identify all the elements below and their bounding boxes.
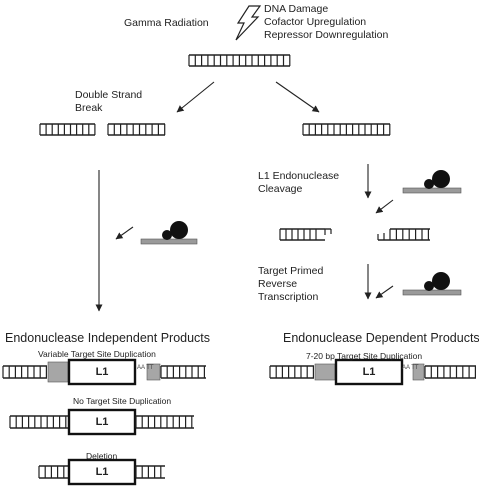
arrow-rnp-right-2 xyxy=(375,285,394,299)
flank-dna-left xyxy=(38,465,68,479)
dna-fragment-right xyxy=(107,123,166,136)
l1-element-box xyxy=(67,408,137,436)
left-products-title: Endonuclease Independent Products xyxy=(5,331,211,345)
arrow-rnp-right-1 xyxy=(375,199,394,214)
step-endonuclease-cleavage-line2: Cleavage xyxy=(258,183,303,195)
effect-cofactor-upregulation: Cofactor Upregulation xyxy=(264,16,367,28)
effect-dna-damage: DNA Damage xyxy=(264,3,329,15)
trigger-label: Gamma Radiation xyxy=(124,17,209,29)
caption-variable-tsd: Variable Target Site Duplication xyxy=(38,349,156,359)
l1-label-deletion: L1 xyxy=(95,466,109,478)
rnp-complex-icon xyxy=(140,221,198,245)
flank-dna-left xyxy=(269,365,314,379)
tsd-box xyxy=(412,363,425,381)
dna-duplex-intact xyxy=(188,54,291,67)
tsd-box xyxy=(314,363,336,381)
flank-dna-left xyxy=(2,365,48,379)
caption-deletion: Deletion xyxy=(86,451,118,461)
l1-label-no-tsd: L1 xyxy=(95,416,109,428)
step-tprt-line1: Target Primed xyxy=(258,265,324,277)
effect-repressor-downregulation: Repressor Downregulation xyxy=(264,29,389,41)
dna-duplex-right xyxy=(302,123,391,136)
tsd-box xyxy=(146,363,161,381)
arrow-to-double-strand-break xyxy=(176,81,215,113)
right-products-title: Endonuclease Dependent Products xyxy=(283,331,479,345)
flank-dna-left xyxy=(9,415,68,429)
step-double-strand-break-line1: Double Strand xyxy=(75,89,143,101)
l1-element-box xyxy=(334,358,404,386)
lightning-bolt-icon xyxy=(235,5,262,41)
step-tprt-line2: Reverse xyxy=(258,278,298,290)
rnp-complex-icon xyxy=(402,170,462,194)
poly-a-tail-left: AA TT xyxy=(137,365,154,371)
l1-element-box xyxy=(67,458,137,486)
step-tprt-line3: Transcription xyxy=(258,291,319,303)
dna-fragment-left xyxy=(39,123,96,136)
tsd-box xyxy=(47,361,69,383)
rnp-complex-icon xyxy=(402,272,462,296)
caption-no-tsd: No Target Site Duplication xyxy=(73,396,172,406)
flank-dna-right xyxy=(135,415,194,429)
arrow-to-intact-duplex xyxy=(275,81,320,113)
step-double-strand-break-line2: Break xyxy=(75,102,103,114)
arrow-rnp-left xyxy=(115,226,134,240)
l1-label-variable: L1 xyxy=(95,366,109,378)
flank-dna-right xyxy=(135,465,165,479)
dna-nicked-duplex xyxy=(279,228,430,241)
l1-label-dependent: L1 xyxy=(362,366,376,378)
poly-a-tail-right: AA TT xyxy=(402,365,419,371)
caption-7-20-bp-tsd: 7-20 bp Target Site Duplication xyxy=(306,351,423,361)
step-endonuclease-cleavage-line1: L1 Endonuclease xyxy=(258,170,340,182)
flank-dna-right xyxy=(424,365,476,379)
l1-element-box xyxy=(67,358,137,386)
flank-dna-right xyxy=(160,365,206,379)
